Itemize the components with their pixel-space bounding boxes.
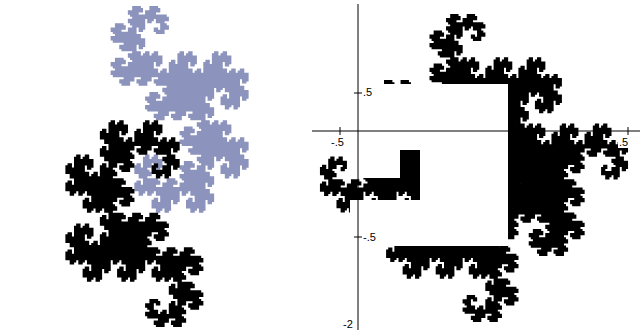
- dragon-tiling-fractal: [321, 15, 627, 321]
- axis-tick-label: .5: [618, 136, 629, 148]
- y-axis: [358, 4, 359, 330]
- axis-tick: [340, 127, 341, 135]
- axis-tick: [354, 237, 362, 238]
- twin-dragon-fractal: [67, 7, 248, 326]
- axis-tick: [354, 93, 362, 94]
- axis-tick-label: -.5: [330, 136, 345, 148]
- coordinate-axes: [312, 4, 640, 330]
- axis-tick-label: .5: [362, 86, 373, 98]
- axis-tick-label: -.5: [362, 231, 377, 243]
- tile-hole: [350, 84, 508, 246]
- dragon-curve: [67, 121, 203, 326]
- axis-tick-label: -2: [342, 318, 354, 330]
- x-axis: [312, 131, 640, 132]
- dragon-curve: [112, 7, 248, 212]
- axis-tick: [628, 127, 629, 135]
